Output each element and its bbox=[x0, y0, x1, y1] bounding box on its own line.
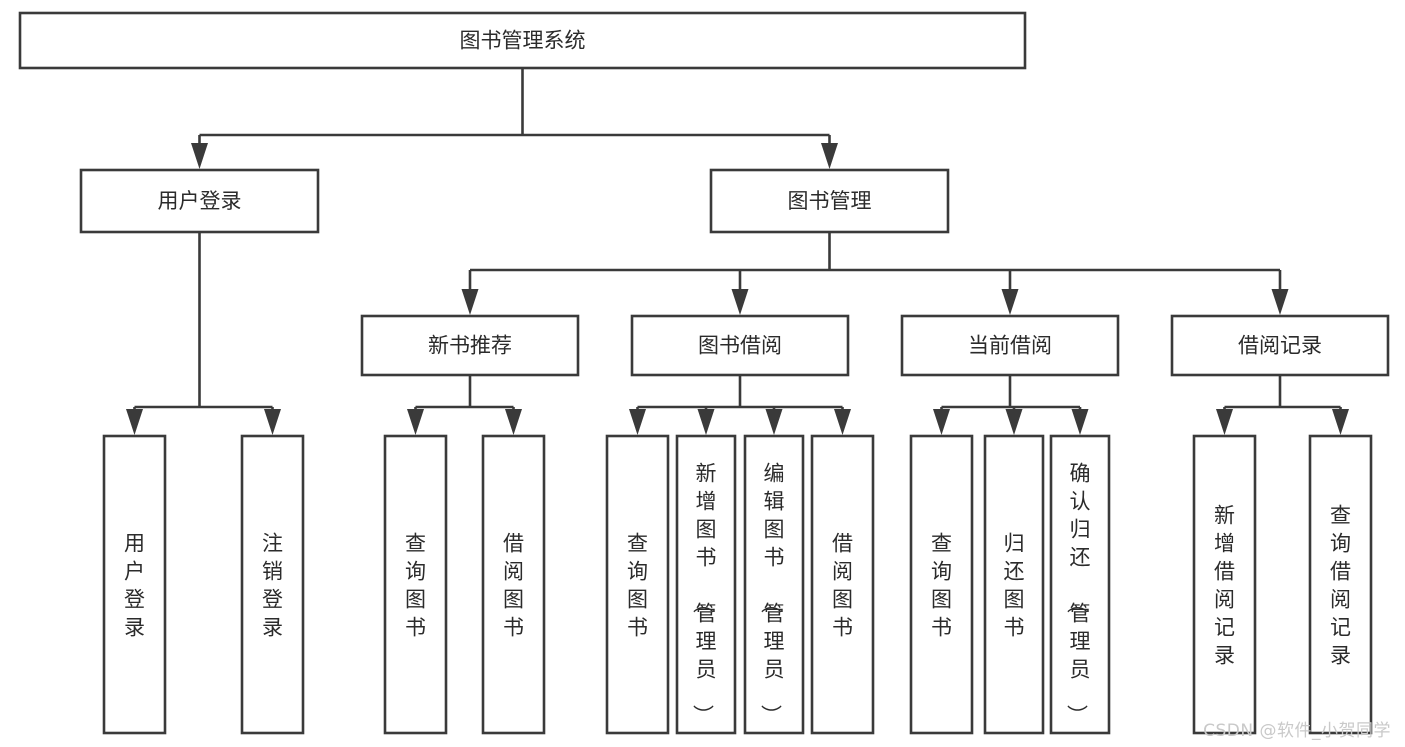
node-root[interactable]: 图书管理系统 bbox=[18, 11, 1027, 70]
node-box-new-book-rec bbox=[360, 314, 580, 377]
node-box-book-manage bbox=[709, 168, 950, 234]
node-label-leaf-borrow-book-rec: 借阅图书 bbox=[503, 531, 524, 639]
node-box-leaf-query-book-rec bbox=[383, 434, 448, 735]
node-book-borrow[interactable]: 图书借阅 bbox=[630, 314, 850, 377]
node-label-leaf-return-book: 归还图书 bbox=[1004, 531, 1025, 639]
node-box-root bbox=[18, 11, 1027, 70]
node-leaf-query-book-borrow[interactable]: 查询图书 bbox=[605, 434, 670, 735]
node-label-leaf-query-book-cur: 查询图书 bbox=[931, 531, 952, 639]
node-leaf-edit-book[interactable]: 编辑图书（管理员） bbox=[743, 434, 805, 735]
node-leaf-borrow-book-rec[interactable]: 借阅图书 bbox=[481, 434, 546, 735]
node-leaf-query-book-rec[interactable]: 查询图书 bbox=[383, 434, 448, 735]
node-label-leaf-user-login: 用户登录 bbox=[124, 531, 145, 639]
node-leaf-return-book[interactable]: 归还图书 bbox=[983, 434, 1045, 735]
node-leaf-add-record[interactable]: 新增借阅记录 bbox=[1192, 434, 1257, 735]
edge-group-bookborrow-to-leaves bbox=[629, 375, 851, 435]
node-label-user-login: 用户登录 bbox=[158, 189, 242, 213]
edge-group-newbookrec-to-leaves bbox=[407, 375, 522, 435]
node-label-leaf-logout: 注销登录 bbox=[262, 531, 283, 639]
node-label-leaf-query-book-borrow: 查询图书 bbox=[627, 531, 648, 639]
node-box-leaf-borrow-book bbox=[810, 434, 875, 735]
node-box-leaf-add-book bbox=[675, 434, 737, 735]
node-book-manage[interactable]: 图书管理 bbox=[709, 168, 950, 234]
node-label-root: 图书管理系统 bbox=[460, 29, 586, 53]
edge-group-currentborrow-to-leaves bbox=[933, 375, 1089, 435]
node-label-borrow-record: 借阅记录 bbox=[1238, 334, 1322, 358]
node-leaf-user-login[interactable]: 用户登录 bbox=[102, 434, 167, 735]
node-label-current-borrow: 当前借阅 bbox=[968, 334, 1052, 358]
edge-group-bookmanage-to-level2 bbox=[461, 232, 1289, 315]
node-leaf-confirm-return[interactable]: 确认归还（管理员） bbox=[1049, 434, 1111, 735]
node-label-leaf-query-book-rec: 查询图书 bbox=[405, 531, 426, 639]
node-box-leaf-confirm-return bbox=[1049, 434, 1111, 735]
node-label-leaf-query-record: 查询借阅记录 bbox=[1330, 503, 1351, 667]
node-box-leaf-logout bbox=[240, 434, 305, 735]
node-label-book-borrow: 图书借阅 bbox=[698, 334, 782, 358]
node-box-leaf-query-book-borrow bbox=[605, 434, 670, 735]
node-label-leaf-borrow-book: 借阅图书 bbox=[832, 531, 853, 639]
edge-group-userlogin-to-leaves bbox=[126, 232, 281, 435]
node-label-book-manage: 图书管理 bbox=[788, 189, 872, 213]
node-leaf-add-book[interactable]: 新增图书（管理员） bbox=[675, 434, 737, 735]
edge-group-root-to-level1 bbox=[191, 68, 838, 169]
node-current-borrow[interactable]: 当前借阅 bbox=[900, 314, 1120, 377]
node-box-leaf-user-login bbox=[102, 434, 167, 735]
watermark-label: CSDN @软件_小贺同学 bbox=[1203, 721, 1391, 741]
node-box-leaf-query-record bbox=[1308, 434, 1373, 735]
edge-group-borrowrecord-to-leaves bbox=[1216, 375, 1349, 435]
node-box-leaf-query-book-cur bbox=[909, 434, 974, 735]
node-box-user-login bbox=[79, 168, 320, 234]
node-box-book-borrow bbox=[630, 314, 850, 377]
node-borrow-record[interactable]: 借阅记录 bbox=[1170, 314, 1390, 377]
node-new-book-rec[interactable]: 新书推荐 bbox=[360, 314, 580, 377]
node-label-new-book-rec: 新书推荐 bbox=[428, 334, 512, 358]
node-box-leaf-add-record bbox=[1192, 434, 1257, 735]
edges-layer bbox=[126, 68, 1349, 435]
node-box-leaf-borrow-book-rec bbox=[481, 434, 546, 735]
node-label-leaf-edit-book: 编辑图书（管理员） bbox=[759, 461, 785, 725]
node-box-borrow-record bbox=[1170, 314, 1390, 377]
node-user-login[interactable]: 用户登录 bbox=[79, 168, 320, 234]
node-leaf-query-record[interactable]: 查询借阅记录 bbox=[1308, 434, 1373, 735]
node-leaf-logout[interactable]: 注销登录 bbox=[240, 434, 305, 735]
node-label-leaf-add-book: 新增图书（管理员） bbox=[691, 461, 717, 725]
node-leaf-query-book-cur[interactable]: 查询图书 bbox=[909, 434, 974, 735]
node-box-current-borrow bbox=[900, 314, 1120, 377]
node-leaf-borrow-book[interactable]: 借阅图书 bbox=[810, 434, 875, 735]
node-box-leaf-edit-book bbox=[743, 434, 805, 735]
node-label-leaf-add-record: 新增借阅记录 bbox=[1214, 503, 1235, 667]
nodes-layer: 图书管理系统用户登录图书管理新书推荐图书借阅当前借阅借阅记录用户登录注销登录查询… bbox=[18, 11, 1390, 735]
node-label-leaf-confirm-return: 确认归还（管理员） bbox=[1065, 461, 1091, 725]
node-box-leaf-return-book bbox=[983, 434, 1045, 735]
